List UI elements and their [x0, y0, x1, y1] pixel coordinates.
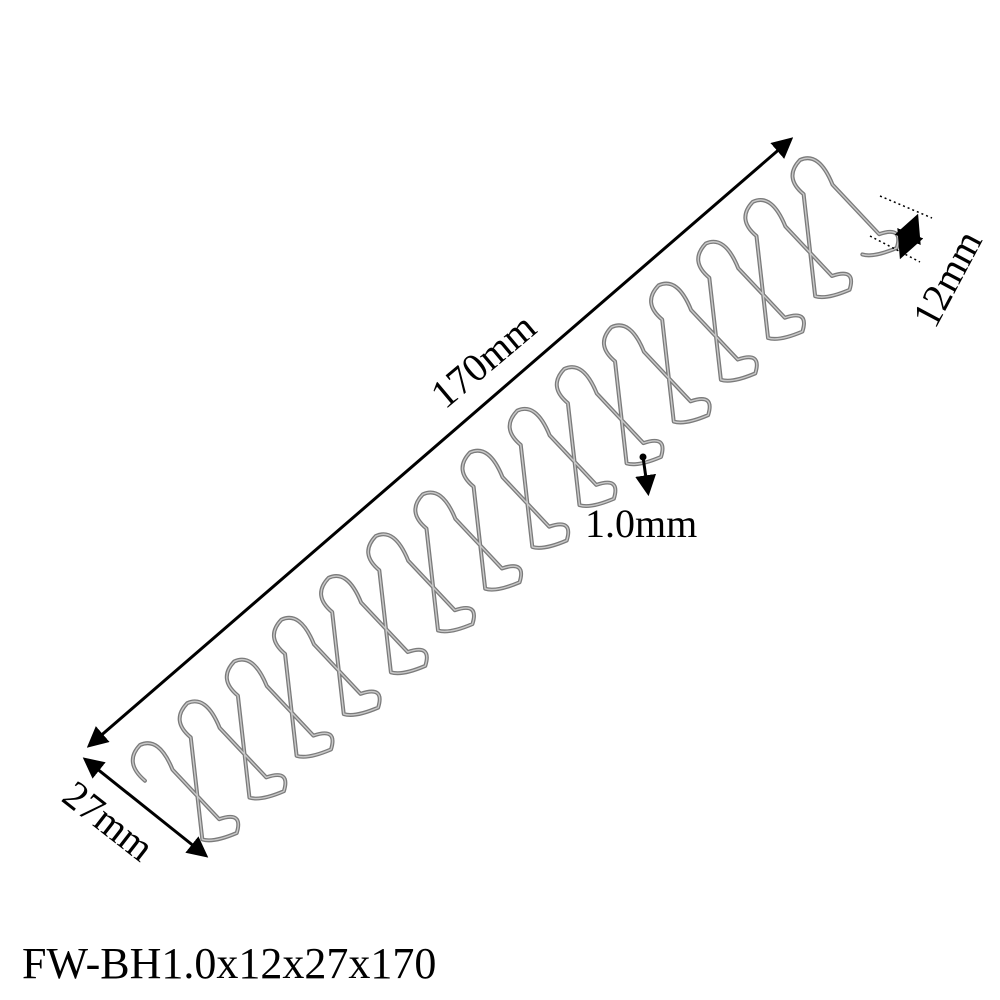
- depth-dimension: 12mm: [869, 195, 991, 334]
- width-label: 27mm: [54, 772, 162, 870]
- length-label: 170mm: [422, 304, 545, 417]
- width-arrow: [82, 757, 209, 858]
- depth-label: 12mm: [903, 223, 991, 334]
- wire-diameter-dimension: 1.0mm: [585, 453, 697, 546]
- spring-wire-highlight: [132, 157, 899, 842]
- length-arrow: [86, 137, 794, 748]
- spring-wire: [130, 156, 901, 843]
- depth-arrow: [894, 213, 924, 260]
- model-code: FW-BH1.0x12x27x170: [22, 939, 437, 988]
- length-dimension: 170mm: [86, 137, 794, 748]
- spring-image: [130, 156, 901, 843]
- wire-diameter-label: 1.0mm: [585, 501, 697, 546]
- width-dimension: 27mm: [54, 757, 209, 870]
- wire-diameter-arrow: [635, 456, 657, 497]
- depth-guide-top: [879, 195, 933, 219]
